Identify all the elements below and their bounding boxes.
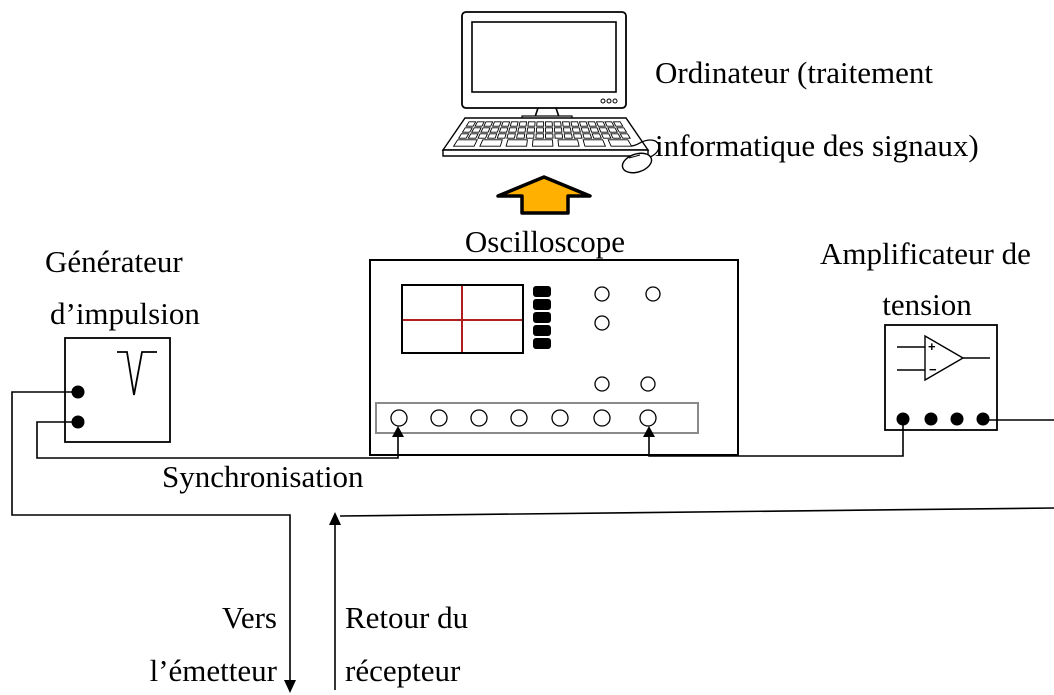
oscilloscope-button bbox=[533, 325, 551, 336]
oscilloscope-knob bbox=[640, 376, 656, 392]
wire-from-receiver-horizontal bbox=[339, 507, 1054, 517]
amplifier-label-line2: tension bbox=[882, 287, 972, 322]
pulse-symbol-icon bbox=[117, 351, 157, 396]
oscilloscope-button bbox=[533, 286, 551, 297]
wire-sync bbox=[36, 421, 399, 459]
computer-label-line2: informatique des signaux) bbox=[655, 128, 979, 163]
oscilloscope-input bbox=[510, 409, 528, 427]
oscilloscope-button bbox=[533, 299, 551, 310]
emitter-label-line1: Vers bbox=[222, 600, 277, 635]
amplifier-terminal bbox=[924, 412, 938, 426]
keyboard-keys bbox=[452, 121, 633, 147]
arrow-up-icon bbox=[643, 426, 655, 437]
oscilloscope-knob bbox=[594, 286, 610, 302]
mouse-cable bbox=[630, 139, 660, 158]
arrow-up-icon bbox=[392, 426, 404, 437]
oscilloscope-button bbox=[533, 312, 551, 323]
op-amp-icon bbox=[924, 334, 965, 382]
generator-label-line2: d’impulsion bbox=[50, 296, 200, 331]
op-amp-plus-sign: + bbox=[928, 339, 936, 354]
oscilloscope-input-signal bbox=[639, 409, 657, 427]
computer-label-line1: Ordinateur (traitement bbox=[655, 55, 933, 90]
computer: Ordinateur (traitement informatique des … bbox=[441, 11, 979, 174]
oscilloscope-button bbox=[533, 338, 551, 349]
monitor-screen bbox=[471, 21, 617, 93]
amplifier-body bbox=[884, 324, 998, 431]
pulse-generator: Générateur d’impulsion bbox=[45, 244, 200, 443]
op-amp-minus-sign: − bbox=[929, 362, 937, 377]
oscilloscope-input-sync bbox=[390, 409, 408, 427]
monitor-indicator-icon bbox=[606, 98, 612, 104]
oscilloscope: Oscilloscope bbox=[369, 224, 739, 456]
monitor-indicator-icon bbox=[600, 98, 606, 104]
arrow-down-icon bbox=[284, 680, 296, 693]
arrow-up-icon bbox=[329, 512, 341, 525]
monitor-frame bbox=[461, 11, 627, 109]
wiring: Synchronisation Vers l’émetteur Retour d… bbox=[11, 391, 1054, 693]
wire-to-emitter bbox=[11, 391, 291, 682]
monitor-indicator-icon bbox=[612, 98, 618, 104]
oscilloscope-input bbox=[551, 409, 569, 427]
amplifier-label-line1: Amplificateur de bbox=[820, 236, 1031, 271]
oscilloscope-input bbox=[593, 409, 611, 427]
voltage-amplifier: Amplificateur de tension + − bbox=[820, 236, 1031, 431]
oscilloscope-input bbox=[430, 409, 448, 427]
emitter-label-line2: l’émetteur bbox=[150, 653, 278, 688]
wire-amplifier-to-oscilloscope bbox=[648, 419, 904, 457]
generator-label-line1: Générateur bbox=[45, 244, 183, 279]
receiver-label-line2: récepteur bbox=[345, 653, 461, 688]
mouse-button-line bbox=[628, 154, 641, 159]
oscilloscope-knob bbox=[645, 286, 661, 302]
oscilloscope-label: Oscilloscope bbox=[465, 224, 625, 259]
oscilloscope-input bbox=[470, 409, 488, 427]
oscilloscope-input-strip bbox=[375, 402, 699, 434]
data-transfer-arrow-icon bbox=[496, 175, 592, 215]
amplifier-terminal bbox=[950, 412, 964, 426]
amplifier-terminal bbox=[976, 412, 990, 426]
oscilloscope-knob bbox=[594, 376, 610, 392]
oscilloscope-knob bbox=[594, 315, 610, 331]
sync-label: Synchronisation bbox=[162, 459, 364, 494]
keyboard-front bbox=[442, 149, 649, 157]
receiver-label-line1: Retour du bbox=[345, 600, 468, 635]
